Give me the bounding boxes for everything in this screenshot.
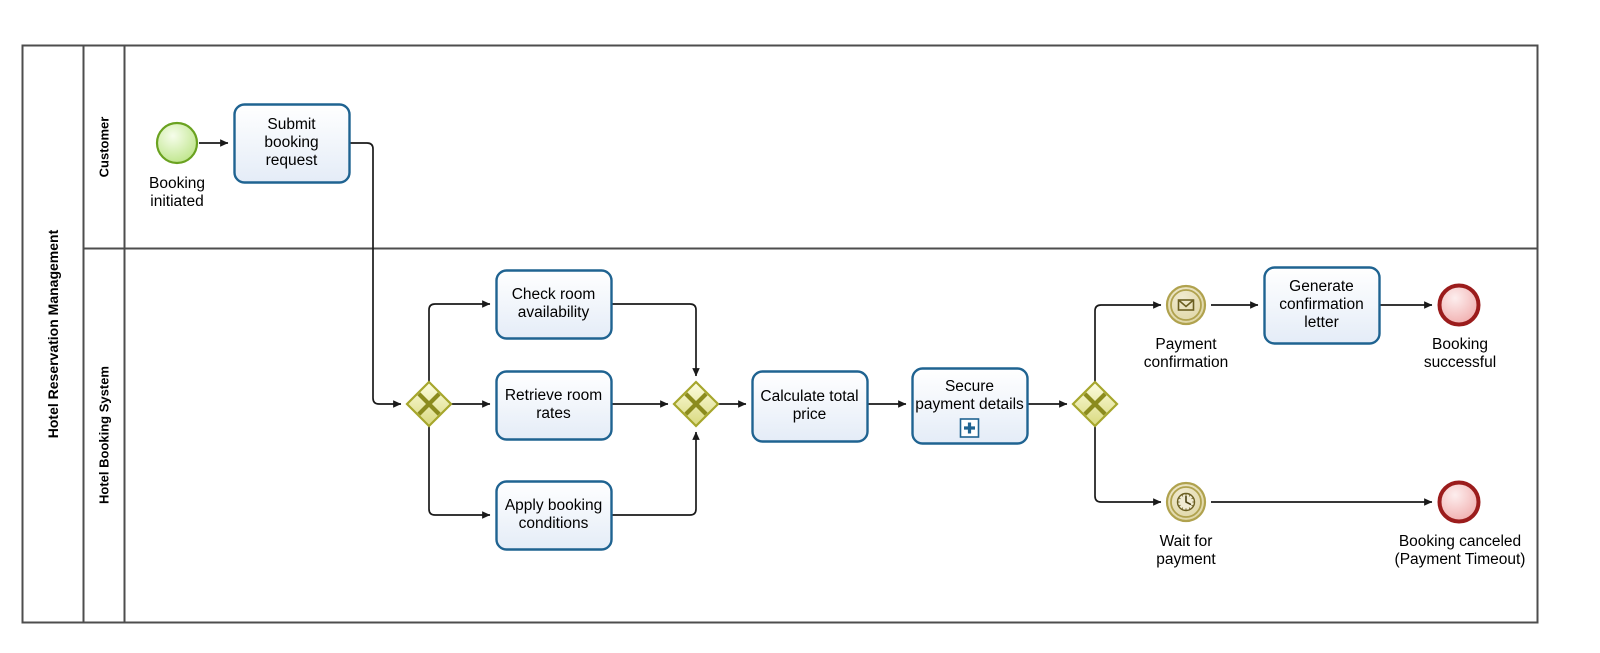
event-inner-ring xyxy=(1170,486,1202,518)
task-shape[interactable] xyxy=(1263,266,1381,345)
intermediate-event-wait-for-payment[interactable] xyxy=(1165,481,1207,523)
clock-tick-icon xyxy=(1188,507,1191,510)
clock-tick-icon xyxy=(1188,494,1191,497)
end-event-booking-successful[interactable] xyxy=(1437,283,1481,327)
start-event-circle[interactable] xyxy=(155,121,199,165)
sequence-flow-flow-apply-to-join xyxy=(611,431,700,516)
task-shape[interactable] xyxy=(751,370,869,443)
clock-tick-icon xyxy=(1178,504,1181,507)
end-event-booking-canceled[interactable] xyxy=(1437,480,1481,524)
clock-tick-icon xyxy=(1181,494,1184,497)
gateway-x-icon xyxy=(417,392,441,416)
intermediate-event-payment-confirmation[interactable] xyxy=(1165,284,1207,326)
sequence-flow-flow-split-to-apply xyxy=(428,426,491,519)
envelope-flap-icon xyxy=(1177,299,1195,308)
task-shape[interactable] xyxy=(495,269,613,340)
task-check-room-availability[interactable] xyxy=(495,269,613,340)
event-label-wait-for-payment: Wait for payment xyxy=(1156,533,1216,568)
sequence-flow-flow-decision-to-wait xyxy=(1094,426,1162,506)
event-label-booking-canceled: Booking canceled (Payment Timeout) xyxy=(1394,533,1526,568)
task-shape[interactable] xyxy=(911,367,1029,445)
gateway-gateway-payment-decision[interactable] xyxy=(1071,380,1119,428)
task-retrieve-room-rates[interactable] xyxy=(495,370,613,441)
clock-tick-icon xyxy=(1191,504,1194,507)
event-label-booking-successful: Booking successful xyxy=(1423,336,1497,371)
end-event-circle[interactable] xyxy=(1437,480,1481,524)
task-label-generate-confirmation-letter: Generate confirmation letter xyxy=(1279,278,1364,331)
task-label-calculate-total-price: Calculate total price xyxy=(760,388,859,423)
event-inner-ring xyxy=(1170,289,1202,321)
task-label-submit-booking-request: Submit booking request xyxy=(264,116,319,169)
sequence-flow-flow-check-to-join xyxy=(611,303,700,377)
end-event-circle[interactable] xyxy=(1437,283,1481,327)
task-label-retrieve-room-rates: Retrieve room rates xyxy=(504,387,603,422)
sequence-flow-flow-decision-to-confirmation xyxy=(1094,301,1162,382)
gateway-x-icon xyxy=(684,392,708,416)
lane-dividers xyxy=(83,45,1537,622)
bpmn-nodes xyxy=(155,103,1481,551)
start-event-booking-initiated[interactable] xyxy=(155,121,199,165)
task-shape[interactable] xyxy=(233,103,351,184)
gateway-gateway-join[interactable] xyxy=(672,380,720,428)
plus-icon xyxy=(964,422,975,434)
task-shape[interactable] xyxy=(495,480,613,551)
pool-border xyxy=(21,44,1539,624)
clock-hands-icon xyxy=(1185,495,1192,505)
clock-tick-icon xyxy=(1178,497,1181,500)
sequence-flow-flow-split-to-check xyxy=(428,300,491,382)
task-label-apply-booking-conditions: Apply booking conditions xyxy=(504,497,603,532)
gateway-x-icon xyxy=(1083,392,1107,416)
sequence-flows xyxy=(199,139,1433,519)
lane-title-lane-customer: Customer xyxy=(96,116,111,177)
clock-tick-icon xyxy=(1191,497,1194,500)
gateway-gateway-split-parallel[interactable] xyxy=(405,380,453,428)
event-label-payment-confirmation: Payment confirmation xyxy=(1143,336,1229,371)
task-apply-booking-conditions[interactable] xyxy=(495,480,613,551)
task-calculate-total-price[interactable] xyxy=(751,370,869,443)
pool-title: Hotel Reservation Management xyxy=(44,229,61,438)
task-generate-confirmation-letter[interactable] xyxy=(1263,266,1381,345)
task-label-secure-payment-details: Secure payment details xyxy=(915,377,1024,413)
task-secure-payment-details[interactable] xyxy=(911,367,1029,445)
event-label-booking-initiated: Booking initiated xyxy=(148,175,205,210)
sequence-flow-flow-submit-to-split xyxy=(349,142,402,408)
lane-title-lane-system: Hotel Booking System xyxy=(96,366,111,504)
task-label-check-room-availability: Check room availability xyxy=(511,286,596,321)
event-outer-ring[interactable] xyxy=(1165,284,1207,326)
task-submit-booking-request[interactable] xyxy=(233,103,351,184)
envelope-icon xyxy=(1177,299,1195,311)
pool-hotel-reservation-management xyxy=(21,44,1539,624)
task-shape[interactable] xyxy=(495,370,613,441)
clock-tick-icon xyxy=(1181,507,1184,510)
